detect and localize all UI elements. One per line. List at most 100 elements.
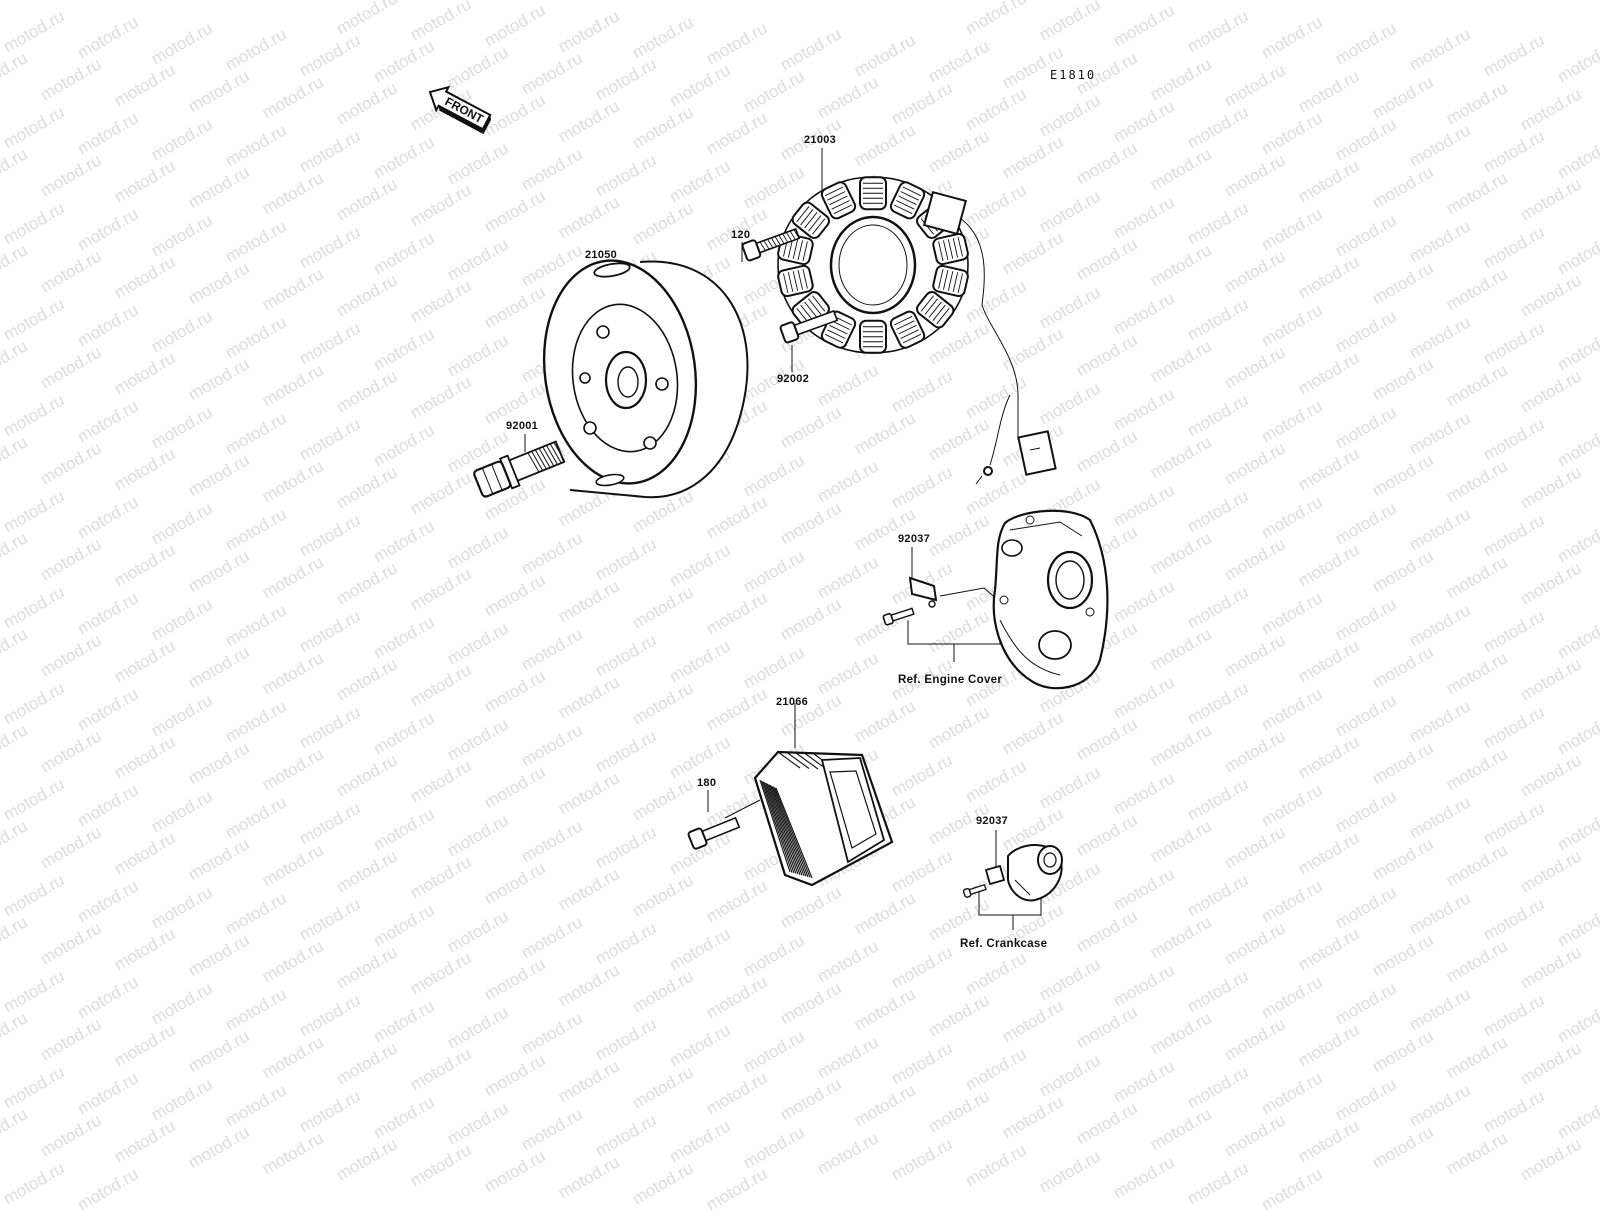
part-number-regulator: 21066 bbox=[776, 696, 809, 708]
stator-winding-line bbox=[800, 209, 814, 226]
heatsink-fin bbox=[772, 786, 809, 878]
stator-winding-line bbox=[920, 295, 934, 312]
front-arrow-icon: FRONT bbox=[428, 85, 492, 135]
stator-assembly bbox=[777, 176, 1057, 485]
stator-winding-line bbox=[900, 191, 919, 201]
stator-winding-line bbox=[796, 205, 810, 223]
engine-cover bbox=[992, 509, 1109, 690]
stator-winding-line bbox=[831, 200, 850, 210]
flywheel-bolt bbox=[473, 440, 566, 498]
crankcase-piece bbox=[1007, 844, 1063, 902]
thread-line bbox=[549, 443, 562, 464]
thread-line bbox=[785, 232, 793, 242]
stator-winding-line bbox=[792, 239, 799, 259]
stator-winding-line bbox=[947, 239, 954, 259]
heatsink-fin bbox=[768, 784, 803, 876]
stator-winding-line bbox=[792, 271, 799, 291]
stator-winding-line bbox=[902, 333, 922, 344]
thread-line bbox=[527, 452, 540, 473]
stator-winding-line bbox=[952, 238, 959, 258]
part-number-stator: 21003 bbox=[804, 134, 837, 146]
stator-winding-line bbox=[824, 186, 844, 197]
stator-winding-line bbox=[800, 304, 814, 321]
stator-winding-line bbox=[893, 204, 913, 215]
stator-winding-line bbox=[829, 195, 848, 206]
ref-engine-cover: Ref. Engine Cover bbox=[898, 674, 1003, 686]
stator-bolt bbox=[779, 309, 839, 344]
flywheel-rotor bbox=[542, 259, 749, 499]
stator-bolt bbox=[741, 227, 801, 262]
stator-winding-line bbox=[808, 215, 822, 232]
thread-line bbox=[782, 233, 789, 243]
thread-line bbox=[759, 241, 766, 251]
thread-line bbox=[789, 230, 796, 240]
stator-winding-line bbox=[812, 218, 826, 235]
thread-line bbox=[542, 446, 555, 467]
heatsink-fin bbox=[777, 751, 801, 769]
clamp-screw bbox=[962, 883, 987, 898]
stator-winding-line bbox=[938, 241, 944, 262]
stator-winding-line bbox=[827, 329, 846, 339]
thread-line bbox=[546, 445, 558, 465]
thread-line bbox=[774, 236, 781, 246]
thread-line bbox=[553, 442, 566, 462]
stator-winding-line bbox=[831, 320, 850, 330]
stator-winding-line bbox=[827, 191, 846, 201]
heatsink-fin bbox=[775, 787, 813, 879]
stator-winding-line bbox=[824, 333, 844, 344]
stator-winding-line bbox=[829, 324, 848, 335]
stator-winding-line bbox=[797, 240, 803, 260]
regulator-rectifier bbox=[753, 750, 894, 887]
thread-line bbox=[767, 238, 774, 249]
part-number-flywheel-bolt: 92001 bbox=[506, 420, 539, 432]
thread-line bbox=[778, 234, 785, 245]
part-number-stator-bolt-2: 92002 bbox=[777, 373, 810, 385]
thread-line bbox=[534, 449, 547, 470]
stator-winding-line bbox=[938, 268, 944, 289]
heatsink-fin bbox=[759, 779, 791, 873]
thread-line bbox=[538, 448, 551, 468]
heatsink-fin bbox=[774, 787, 811, 878]
heatsink-fin bbox=[786, 752, 810, 769]
stator-winding-line bbox=[812, 295, 826, 312]
stator-winding-line bbox=[808, 298, 822, 315]
stator-winding-line bbox=[900, 329, 919, 339]
stator-winding-line bbox=[898, 195, 917, 206]
stator-winding-line bbox=[804, 212, 818, 229]
ref-crankcase: Ref. Crankcase bbox=[960, 938, 1048, 950]
stator-winding-line bbox=[928, 301, 942, 318]
stator-winding-line bbox=[893, 315, 913, 326]
thread-line bbox=[770, 237, 778, 247]
part-number-regulator-bolt: 180 bbox=[697, 777, 717, 789]
clamp-screw bbox=[882, 607, 915, 626]
stator-winding-line bbox=[896, 320, 915, 330]
stator-winding-line bbox=[896, 200, 915, 210]
stator-winding-line bbox=[804, 301, 818, 318]
drawing-code: E1810 bbox=[1050, 68, 1097, 82]
stator-winding-line bbox=[924, 298, 938, 315]
heatsink-fin bbox=[769, 784, 805, 877]
thread-line bbox=[531, 451, 544, 471]
heatsink-fin bbox=[762, 781, 795, 874]
heatsink-fin bbox=[766, 783, 801, 875]
heatsink-fin bbox=[795, 752, 819, 770]
stator-winding-line bbox=[787, 272, 794, 292]
stator-winding-line bbox=[898, 324, 917, 335]
stator-winding-line bbox=[947, 271, 954, 291]
stator-winding-line bbox=[902, 186, 922, 197]
stator-winding-line bbox=[952, 272, 959, 292]
stator-winding-line bbox=[957, 273, 963, 294]
heatsink-fin bbox=[771, 785, 807, 877]
wire-clamp bbox=[908, 576, 938, 608]
thread-line bbox=[763, 240, 770, 250]
part-number-stator-bolt: 120 bbox=[731, 229, 751, 241]
stator-winding-line bbox=[802, 268, 808, 289]
heatsink-fin bbox=[763, 782, 797, 874]
stator-winding-line bbox=[783, 273, 789, 294]
stator-winding-line bbox=[936, 307, 950, 325]
stator-winding-line bbox=[802, 241, 808, 262]
stator-winding-line bbox=[957, 236, 963, 257]
wire-clamp bbox=[984, 864, 1006, 886]
